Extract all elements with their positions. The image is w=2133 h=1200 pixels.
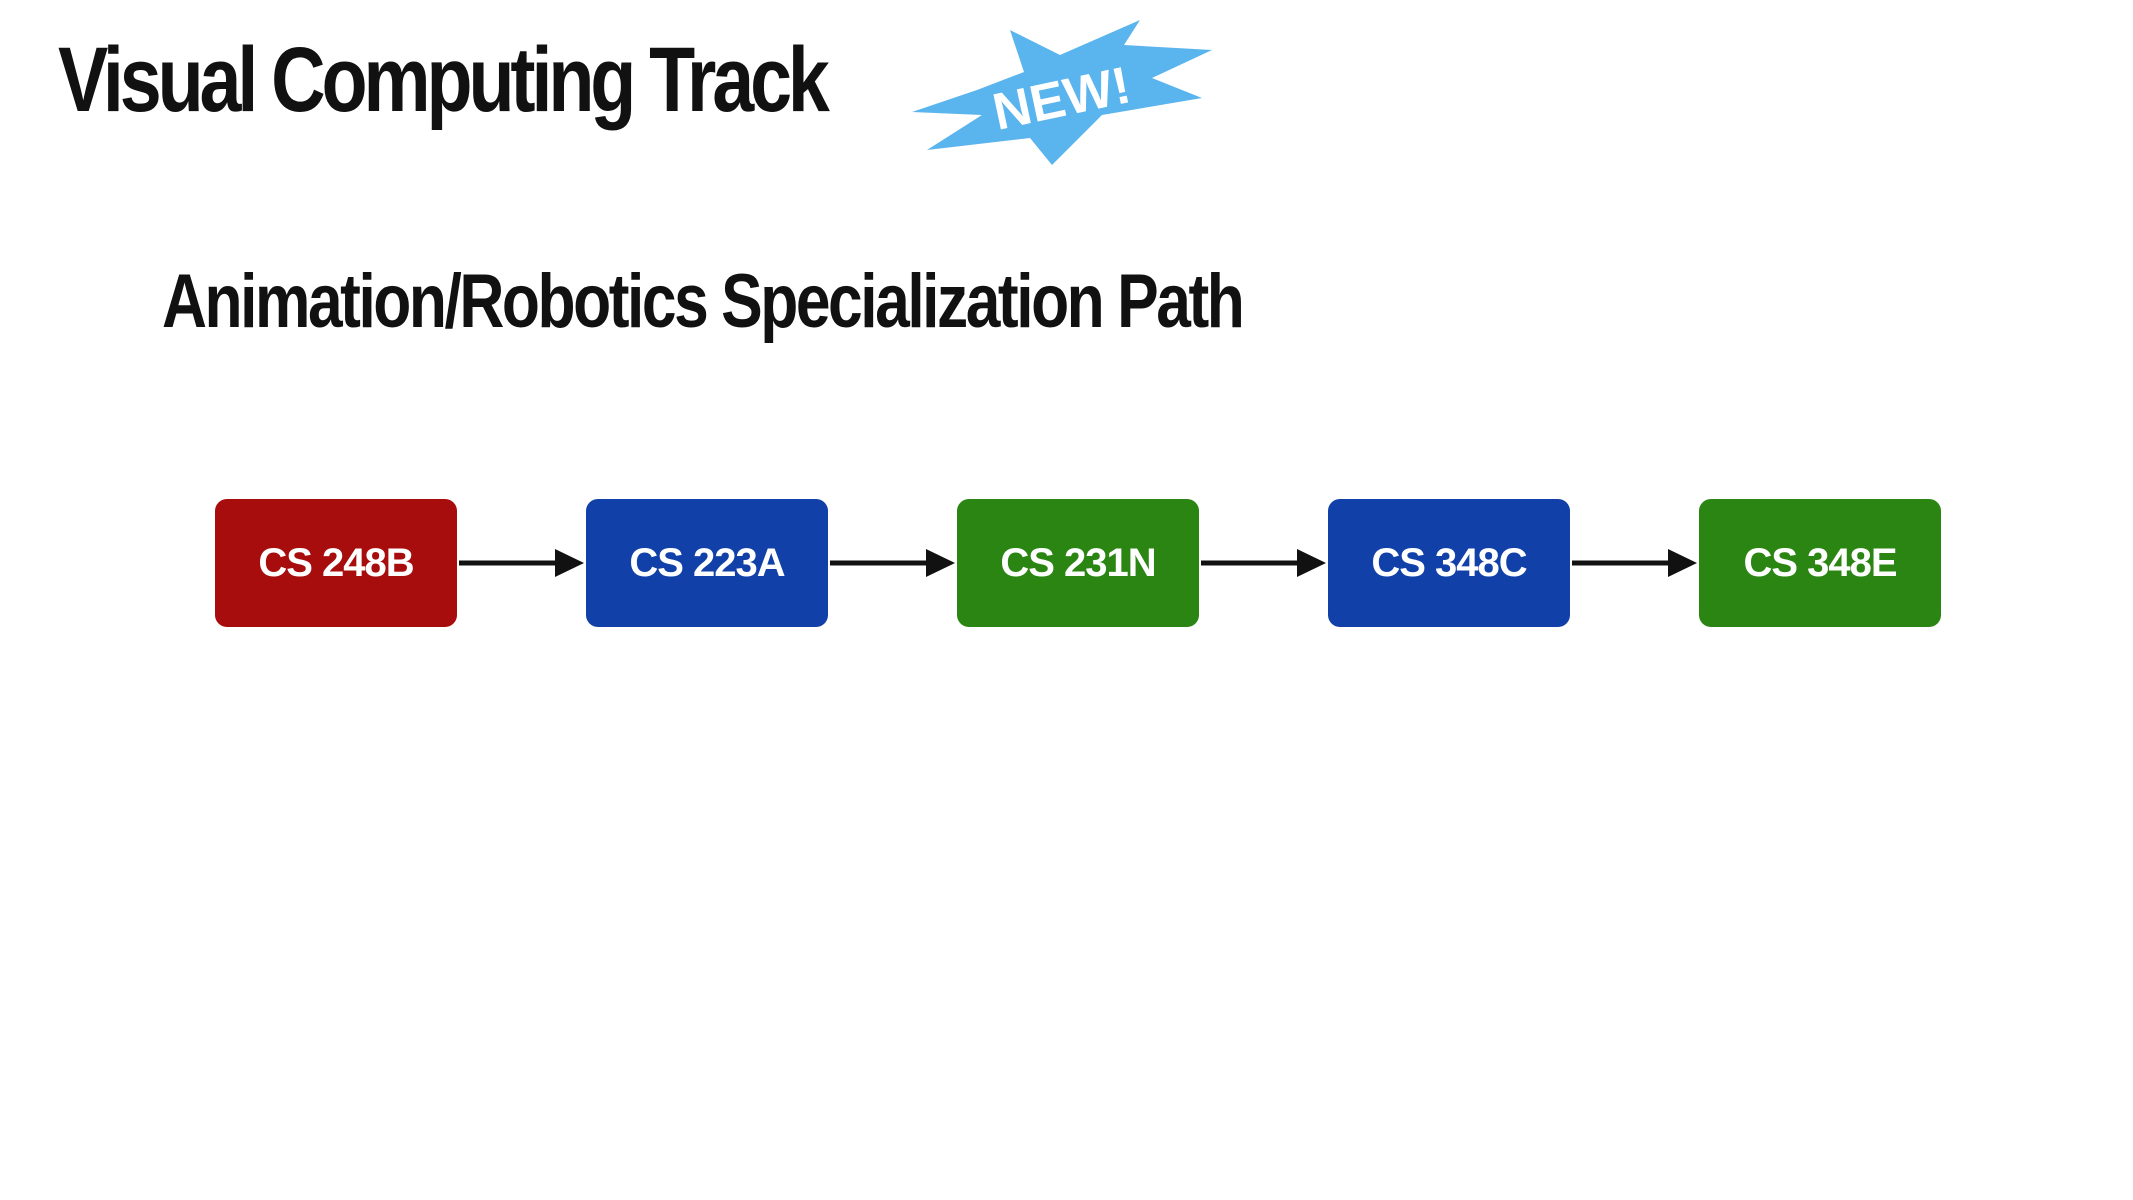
course-node-cs348c: CS 348C bbox=[1328, 499, 1570, 627]
arrow-right-icon bbox=[1201, 549, 1326, 577]
course-node-cs223a: CS 223A bbox=[586, 499, 828, 627]
arrow-right-icon bbox=[459, 549, 584, 577]
arrow-3 bbox=[1199, 543, 1328, 583]
arrow-4 bbox=[1570, 543, 1699, 583]
arrow-right-icon bbox=[830, 549, 955, 577]
course-path-diagram: CS 248B CS 223A CS 231N CS 348C bbox=[215, 498, 1941, 628]
starburst-icon: NEW! bbox=[912, 20, 1212, 165]
slide-title: Visual Computing Track bbox=[58, 29, 830, 131]
path-subtitle: Animation/Robotics Specialization Path bbox=[162, 259, 1245, 344]
course-node-cs248b: CS 248B bbox=[215, 499, 457, 627]
arrow-1 bbox=[457, 543, 586, 583]
arrow-right-icon bbox=[1572, 549, 1697, 577]
course-node-cs231n: CS 231N bbox=[957, 499, 1199, 627]
course-node-cs348e: CS 348E bbox=[1699, 499, 1941, 627]
new-badge: NEW! bbox=[912, 20, 1212, 165]
arrow-2 bbox=[828, 543, 957, 583]
